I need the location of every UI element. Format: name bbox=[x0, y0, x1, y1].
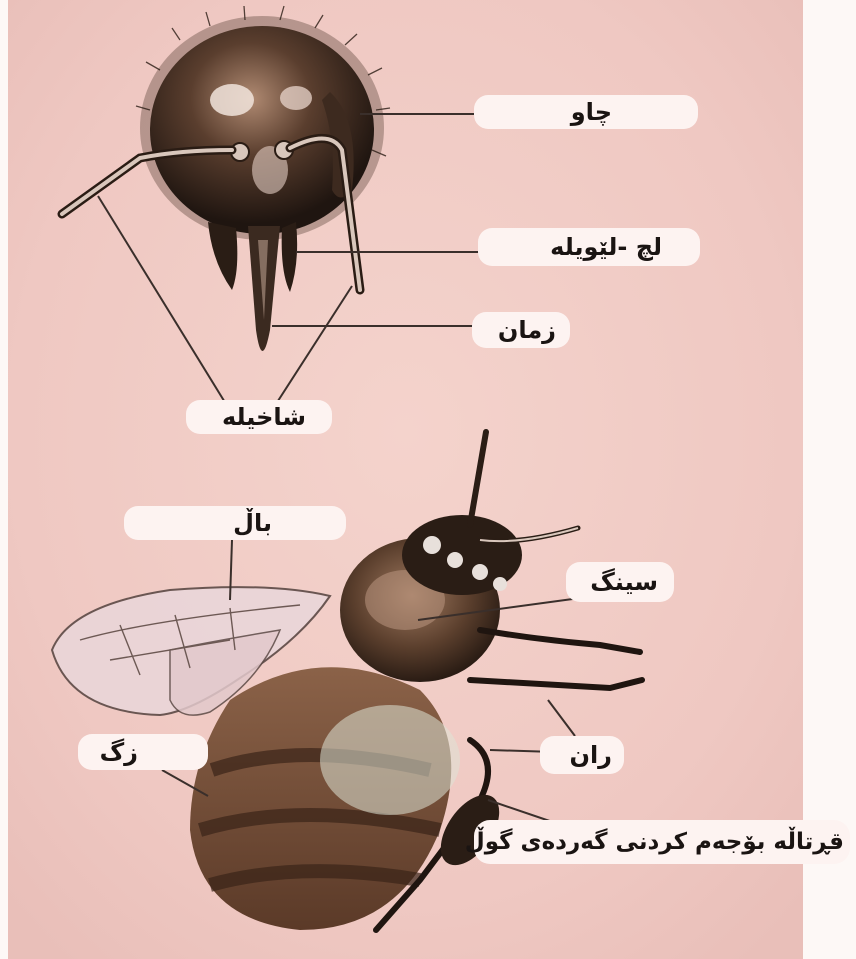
label-wing: باڵ bbox=[124, 506, 346, 540]
label-thigh: ران bbox=[540, 736, 624, 774]
label-pollen-basket: قڕتاڵە بۆجەم کردنی گەردەی گوڵ bbox=[474, 820, 850, 864]
label-lip: لچ -لێویلە bbox=[478, 228, 700, 266]
label-abdomen: زگ bbox=[78, 734, 208, 770]
label-tongue: زمان bbox=[472, 312, 570, 348]
label-thorax: سینگ bbox=[566, 562, 674, 602]
label-eye: چاو bbox=[474, 95, 698, 129]
label-antenna: شاخیلە bbox=[186, 400, 332, 434]
